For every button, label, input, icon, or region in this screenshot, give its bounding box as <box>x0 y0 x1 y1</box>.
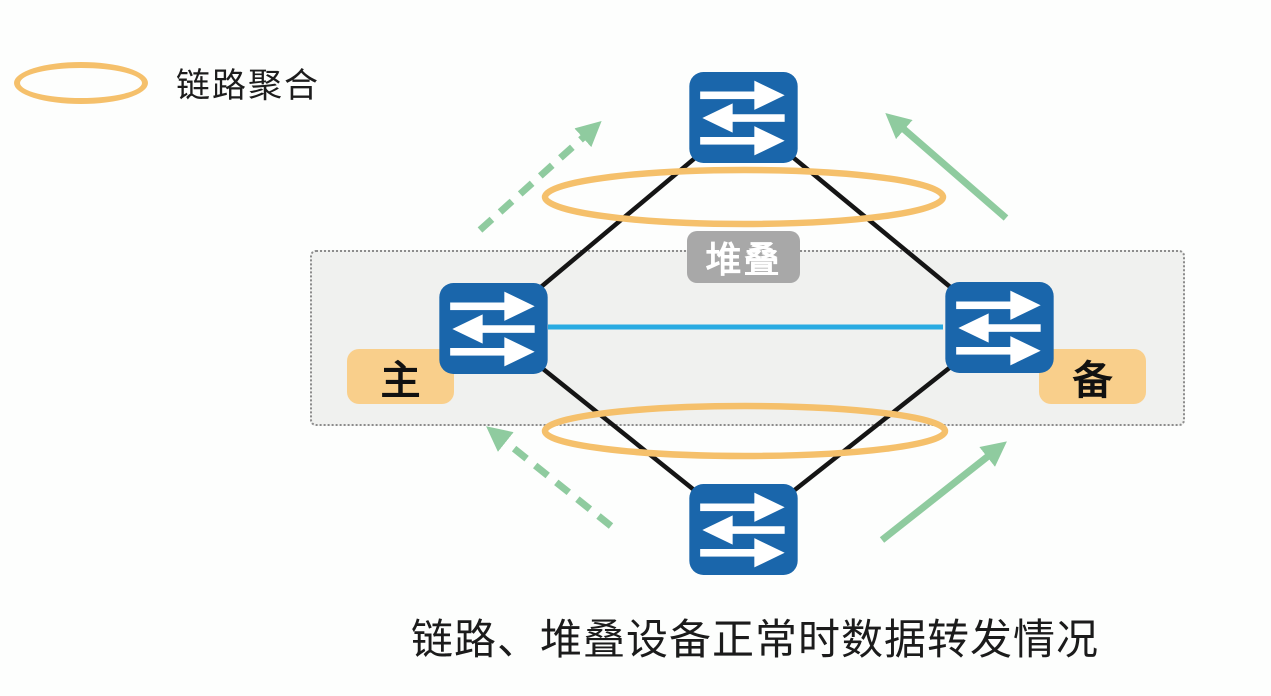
aggregation-ellipse-bottom <box>541 402 949 460</box>
master-role-label: 主 <box>347 349 454 404</box>
caption: 链路、堆叠设备正常时数据转发情况 <box>410 616 1099 663</box>
master-switch-icon <box>437 283 550 374</box>
top-switch-icon <box>687 72 800 163</box>
aggregation-ellipse-top <box>541 166 947 228</box>
flow-arrow-top-right <box>885 113 1009 221</box>
legend: 链路聚合 <box>14 58 320 107</box>
legend-label: 链路聚合 <box>176 67 320 105</box>
backup-role-label: 备 <box>1039 349 1146 404</box>
bottom-switch-icon <box>687 484 800 575</box>
backup-switch-icon <box>943 282 1056 373</box>
stack-badge: 堆叠 <box>687 231 800 283</box>
link-aggregation-ellipse-icon <box>14 61 148 104</box>
flow-arrow-bottom-right <box>879 441 1007 543</box>
